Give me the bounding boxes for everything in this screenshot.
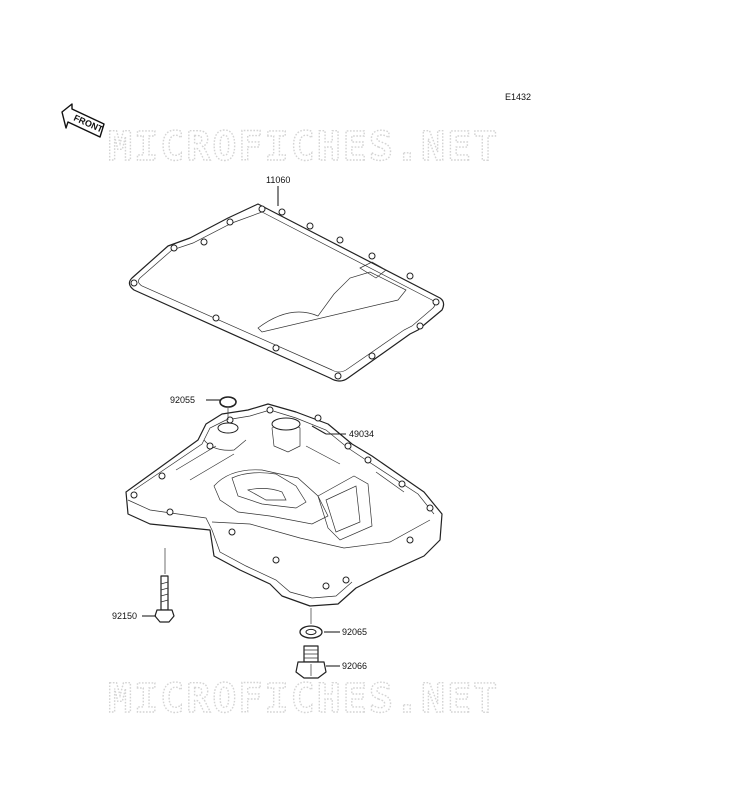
part-number-92065: 92065 (342, 627, 367, 637)
part-number-92150: 92150 (112, 611, 137, 621)
o-ring-92055 (206, 396, 237, 420)
gasket-11060 (128, 186, 445, 382)
part-number-11060: 11060 (266, 175, 290, 185)
part-number-92066: 92066 (342, 661, 367, 671)
watermark-bottom: MICROFICHES.NET (108, 676, 499, 722)
drain-plug-92066 (295, 645, 340, 679)
watermark-top: MICROFICHES.NET (108, 124, 499, 170)
bolt-92150 (142, 548, 175, 623)
oil-pan-49034 (125, 403, 443, 607)
front-arrow-icon: FRONT (61, 103, 105, 138)
diagram-id: E1432 (505, 92, 531, 102)
washer-92065 (299, 608, 340, 639)
part-number-92055: 92055 (170, 395, 195, 405)
part-number-49034: 49034 (349, 429, 374, 439)
